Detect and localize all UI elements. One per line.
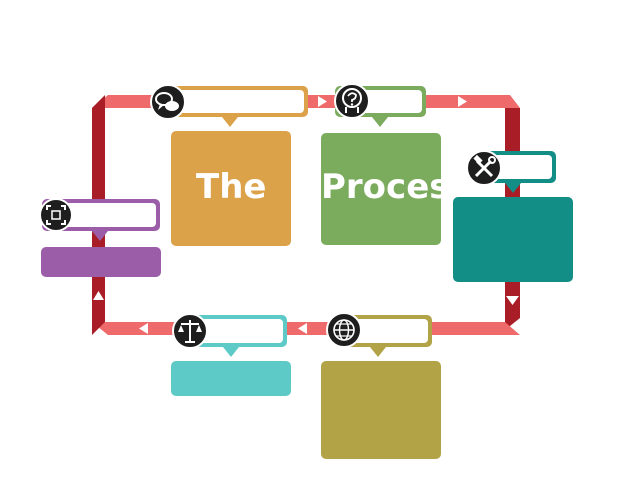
label-field-scales — [193, 319, 283, 343]
pointer-speech — [222, 117, 238, 127]
step-question: Process — [321, 83, 470, 245]
scales-icon — [172, 313, 208, 349]
content-box-frame — [41, 247, 161, 277]
label-field-globe — [347, 319, 428, 343]
arrow-bottom-2 — [139, 323, 148, 334]
arrow-top-2 — [458, 96, 467, 107]
label-field-speech — [174, 90, 304, 113]
arrow-bottom-1 — [298, 323, 307, 334]
pointer-tools — [505, 183, 521, 193]
content-box-speech — [171, 131, 291, 246]
arrow-right-1 — [506, 296, 519, 305]
focus-frame-icon — [39, 198, 73, 232]
arrow-top-1 — [318, 96, 327, 107]
step-tools — [453, 150, 573, 282]
globe-icon — [326, 312, 362, 348]
arrow-left-1 — [93, 291, 104, 300]
step-scales — [171, 313, 291, 396]
step-frame — [39, 198, 161, 277]
content-box-question — [321, 133, 441, 245]
label-field-frame — [46, 203, 156, 227]
step-speech: The — [150, 84, 308, 246]
title-word-process: Process — [321, 167, 470, 207]
content-box-scales — [171, 361, 291, 396]
title-word-the: The — [196, 167, 266, 207]
pointer-globe — [370, 347, 386, 357]
speech-bubbles-icon — [150, 84, 186, 120]
pointer-frame — [92, 231, 108, 241]
question-head-icon — [334, 83, 370, 119]
pointer-question — [372, 117, 388, 127]
hammer-wrench-icon — [466, 150, 502, 186]
content-box-globe — [321, 361, 441, 459]
step-globe — [321, 312, 441, 459]
pointer-scales — [223, 347, 239, 357]
label-field-tools — [490, 155, 552, 179]
content-box-tools — [453, 197, 573, 282]
